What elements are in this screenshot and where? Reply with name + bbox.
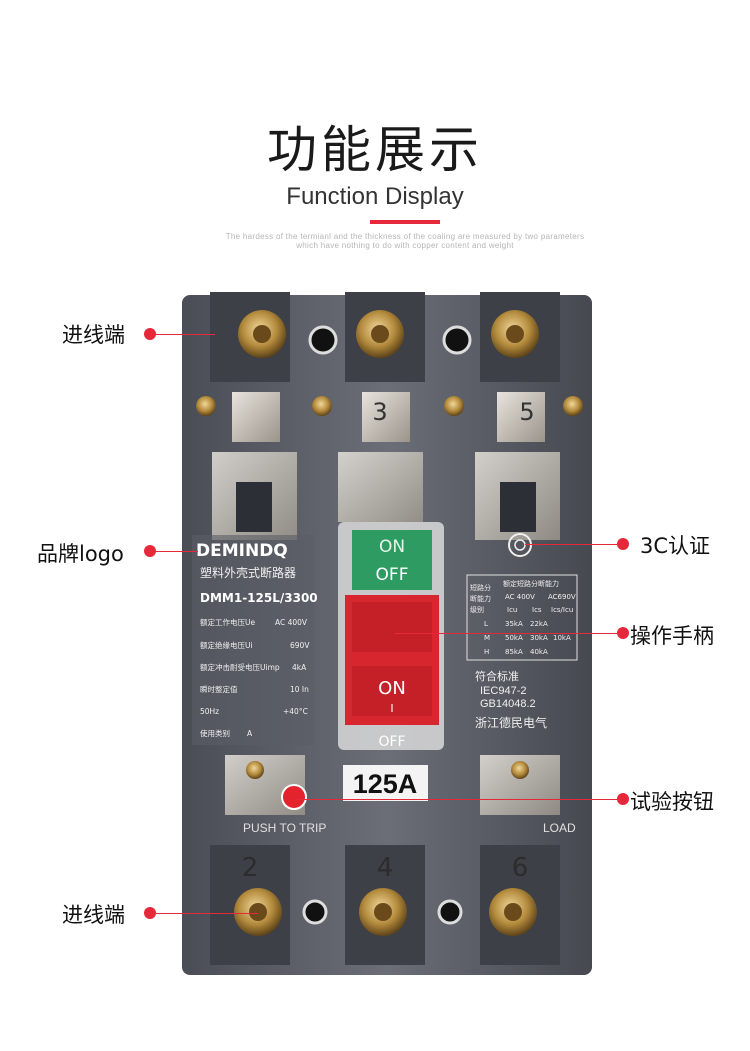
title-accent-bar <box>370 220 440 224</box>
handle-indicator-green <box>352 530 432 590</box>
table-cell: H <box>484 648 489 656</box>
callout-input-bottom-label: 进线端 <box>62 903 125 927</box>
spec-value: A <box>247 729 253 738</box>
rating-plate <box>343 765 428 801</box>
callout-test-button-label: 试验按钮 <box>630 790 714 814</box>
table-cell: 50kA <box>505 634 523 642</box>
page-title: 功能展示 <box>267 121 483 179</box>
callout-line <box>150 334 215 335</box>
callout-dot <box>617 627 629 639</box>
current-rating: 125A <box>353 769 418 799</box>
table-col-header: Icu <box>507 606 517 614</box>
handle-on-top-label: ON <box>379 537 405 557</box>
terminal-number-top: 5 <box>519 398 534 426</box>
callout-line <box>150 913 258 914</box>
spec-label: 额定工作电压Ue <box>200 617 255 627</box>
standard-iec: IEC947-2 <box>480 685 526 697</box>
load-label: LOAD <box>543 821 576 835</box>
table-col-header: Ics <box>532 606 542 614</box>
spec-label: 使用类别 <box>200 728 230 738</box>
handle-i-label: I <box>390 702 393 715</box>
table-header: AC690V <box>548 593 576 601</box>
callout-line <box>395 633 620 634</box>
table-cell: M <box>484 634 490 642</box>
test-button <box>281 784 307 810</box>
table-cell: 22kA <box>530 620 548 628</box>
brand-logo: DEMINDQ <box>196 541 288 561</box>
spec-label: 额定绝缘电压Ui <box>200 640 253 650</box>
cert-3c-mark <box>508 533 532 557</box>
terminal-number-bottom: 6 <box>512 853 529 883</box>
table-cell: L <box>484 620 488 628</box>
spec-value: AC 400V <box>275 618 308 627</box>
handle-off-bottom-label: OFF <box>378 734 405 750</box>
spec-value: 690V <box>290 641 310 650</box>
spec-value: +40°C <box>283 707 308 716</box>
table-cell: 85kA <box>505 648 523 656</box>
table-header: 额定短路分断能力 <box>503 579 559 588</box>
standard-gb: GB14048.2 <box>480 698 536 710</box>
table-cell: 40kA <box>530 648 548 656</box>
handle-on-label: ON <box>378 678 406 699</box>
terminal-number-top: 3 <box>372 398 387 426</box>
callout-line <box>525 544 620 545</box>
callout-line <box>296 799 620 800</box>
callout-line <box>150 551 198 552</box>
rating-table <box>466 574 578 661</box>
handle-off-label: OFF <box>376 565 409 585</box>
spec-label: 额定冲击耐受电压Uimp <box>200 662 280 672</box>
spec-value: 4kA <box>292 663 307 672</box>
page-subtitle: Function Display <box>286 183 464 210</box>
terminal-number-bottom: 4 <box>377 853 394 883</box>
table-col-header: Ics/Icu <box>551 606 573 614</box>
callout-3c-label: 3C认证 <box>640 534 711 558</box>
callout-dot <box>617 538 629 550</box>
terminal-number-bottom: 2 <box>242 853 259 883</box>
breaker-type: 塑料外壳式断路器 <box>200 565 296 580</box>
table-side-label: 短路分 <box>470 583 491 592</box>
model-number: DMM1-125L/3300 <box>200 591 318 605</box>
table-side-label: 断能力 <box>470 594 491 603</box>
table-header: AC 400V <box>505 593 535 601</box>
top-terminal-screws <box>238 310 539 358</box>
fine-print-line: The hardess of the termianl and the thic… <box>225 232 585 241</box>
table-cell: 10kA <box>553 634 571 642</box>
table-side-label: 级别 <box>470 605 484 614</box>
fine-print-line: which have nothing to do with copper con… <box>296 241 514 250</box>
standard-title: 符合标准 <box>475 669 519 683</box>
spec-label: 50Hz <box>200 707 219 716</box>
spec-value: 10 In <box>290 685 309 694</box>
bottom-terminal-screws <box>234 888 537 936</box>
callout-brand-logo-label: 品牌logo <box>37 542 124 566</box>
callout-input-top-label: 进线端 <box>62 323 125 347</box>
callout-dot <box>617 793 629 805</box>
callout-handle-label: 操作手柄 <box>630 624 714 648</box>
table-cell: 35kA <box>505 620 523 628</box>
manufacturer: 浙江德民电气 <box>475 715 547 730</box>
table-cell: 30kA <box>530 634 548 642</box>
push-to-trip-label: PUSH TO TRIP <box>243 821 326 835</box>
spec-label: 瞬时整定值 <box>200 684 238 694</box>
